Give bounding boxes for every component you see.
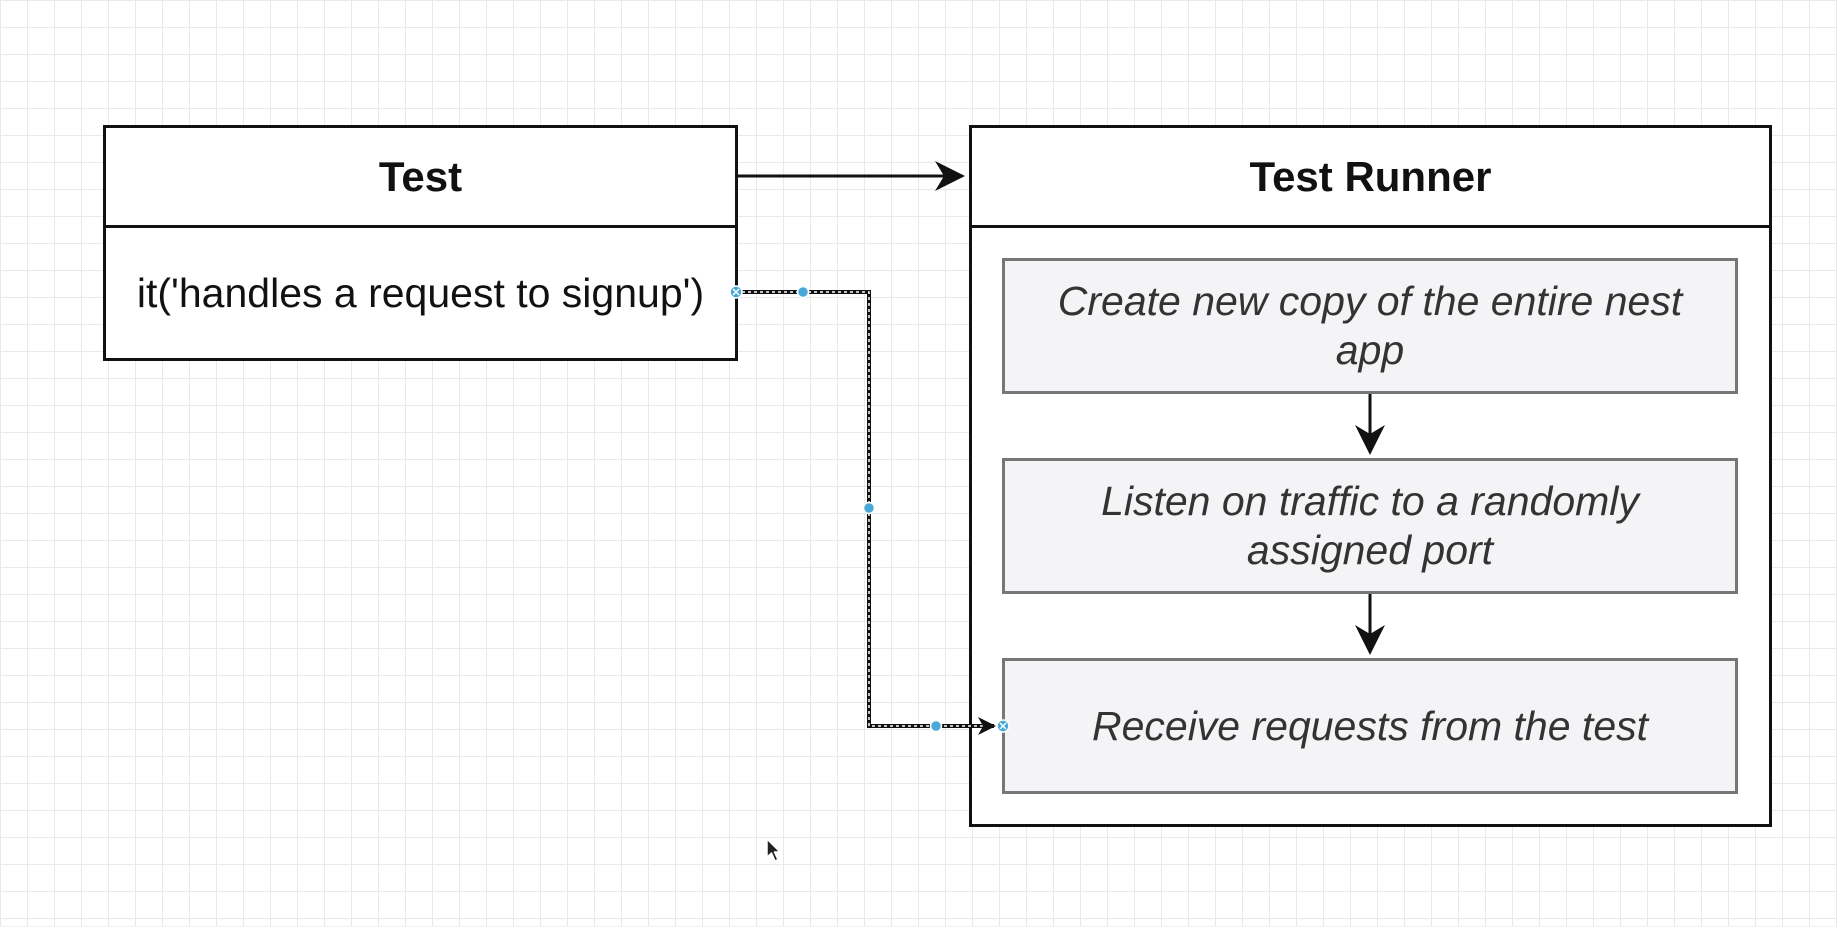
step-create-app[interactable]: Create new copy of the entire nest app [1002,258,1738,394]
step-receive-requests[interactable]: Receive requests from the test [1002,658,1738,794]
test-box-body: it('handles a request to signup') [136,269,705,316]
mouse-pointer-icon [766,838,781,862]
test-box[interactable]: Test it('handles a request to signup') [103,125,738,361]
test-box-title: Test [106,128,735,228]
test-runner-title: Test Runner [972,128,1769,228]
step-listen-port[interactable]: Listen on traffic to a randomly assigned… [1002,458,1738,594]
selected-connector-test-to-receive[interactable] [736,290,996,735]
